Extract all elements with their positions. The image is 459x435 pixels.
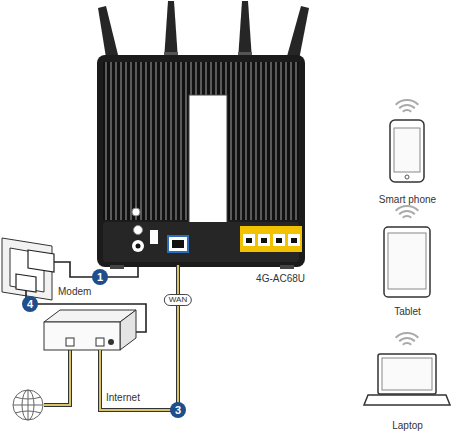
wifi-signal	[403, 110, 411, 112]
router-antenna	[238, 1, 252, 60]
laptop-illustration	[378, 354, 436, 394]
router-illustration	[291, 238, 297, 243]
router-illustration	[240, 226, 302, 252]
smart-phone-illustration	[405, 175, 409, 179]
internet-globe	[13, 390, 43, 420]
smart-phone-illustration	[394, 128, 420, 172]
modem-illustration	[108, 339, 114, 345]
power-adapter	[16, 274, 36, 292]
wifi-signal	[396, 100, 419, 112]
device-label: Modem	[58, 286, 91, 298]
wifi-signal	[399, 105, 415, 108]
device-label: Laptop	[360, 420, 455, 432]
wifi-signal	[399, 211, 415, 214]
tablet-illustration	[384, 227, 430, 297]
router-illustration	[132, 240, 144, 252]
wifi-signal	[396, 206, 419, 211]
modem-illustration	[96, 338, 104, 346]
wan-cable	[100, 265, 178, 410]
internet-cable	[44, 350, 70, 405]
internet-cable	[44, 350, 70, 405]
router-illustration	[261, 238, 267, 243]
device-box: Tablet	[360, 226, 455, 318]
router-illustration	[134, 226, 143, 235]
internet-cable	[44, 350, 70, 405]
power-adapter	[16, 250, 54, 292]
cable-core	[100, 265, 178, 410]
router-illustration	[243, 234, 255, 246]
router-antenna	[164, 1, 178, 60]
callout-number: 1	[97, 272, 103, 283]
router-illustration	[189, 95, 227, 231]
callout-badge	[22, 296, 38, 312]
router-illustration	[110, 265, 124, 269]
router-illustration	[150, 230, 158, 244]
laptop-illustration	[382, 358, 432, 390]
callout-number: 3	[175, 405, 181, 416]
device-label: 4G-AC68U	[256, 273, 305, 285]
wifi-signal	[399, 338, 415, 341]
callout-badge	[22, 269, 186, 418]
router-illustration	[97, 55, 305, 267]
router-illustration	[97, 55, 305, 269]
router-illustration	[136, 244, 141, 249]
device-box: Smart phone	[360, 118, 455, 206]
router-illustration	[280, 265, 294, 269]
tablet-illustration	[384, 227, 430, 297]
router-illustration	[168, 236, 188, 252]
wifi-signal	[403, 216, 411, 218]
modem-illustration	[44, 322, 120, 350]
callout-badge	[170, 402, 186, 418]
laptop-illustration	[364, 395, 450, 405]
router-box: 4G-AC68U	[97, 55, 305, 265]
smart-phone-illustration	[390, 120, 424, 182]
router-illustration	[172, 240, 184, 248]
router-illustration	[288, 234, 300, 246]
device-label: Smart phone	[360, 194, 455, 206]
modem-illustration	[66, 338, 74, 346]
modem-illustration	[120, 310, 136, 350]
wifi-signal	[396, 333, 419, 345]
device-label: Tablet	[360, 306, 455, 318]
callout-badge	[92, 269, 108, 285]
router-illustration	[258, 234, 270, 246]
device-box: Laptop	[360, 350, 455, 432]
cable-label: Internet	[106, 393, 140, 403]
router-illustration	[276, 238, 282, 243]
smart-phone-illustration	[390, 120, 424, 182]
connector-group	[100, 265, 178, 410]
router-illustration	[132, 208, 140, 216]
port-tag: WAN	[164, 294, 192, 306]
router-illustration	[273, 234, 285, 246]
wan-cable	[100, 265, 178, 410]
wifi-signal	[396, 206, 419, 218]
wifi-signal	[403, 343, 411, 345]
power-adapter	[28, 250, 54, 272]
modem-box: Modem	[44, 310, 136, 350]
laptop-illustration	[364, 354, 450, 405]
wifi-signal	[396, 333, 419, 338]
callout-number: 4	[27, 299, 33, 310]
internet-globe	[13, 390, 43, 420]
internet-globe	[28, 390, 29, 420]
modem-illustration	[44, 310, 136, 350]
router-illustration	[246, 238, 252, 243]
wifi-signal	[396, 100, 419, 105]
tablet-illustration	[388, 233, 426, 289]
